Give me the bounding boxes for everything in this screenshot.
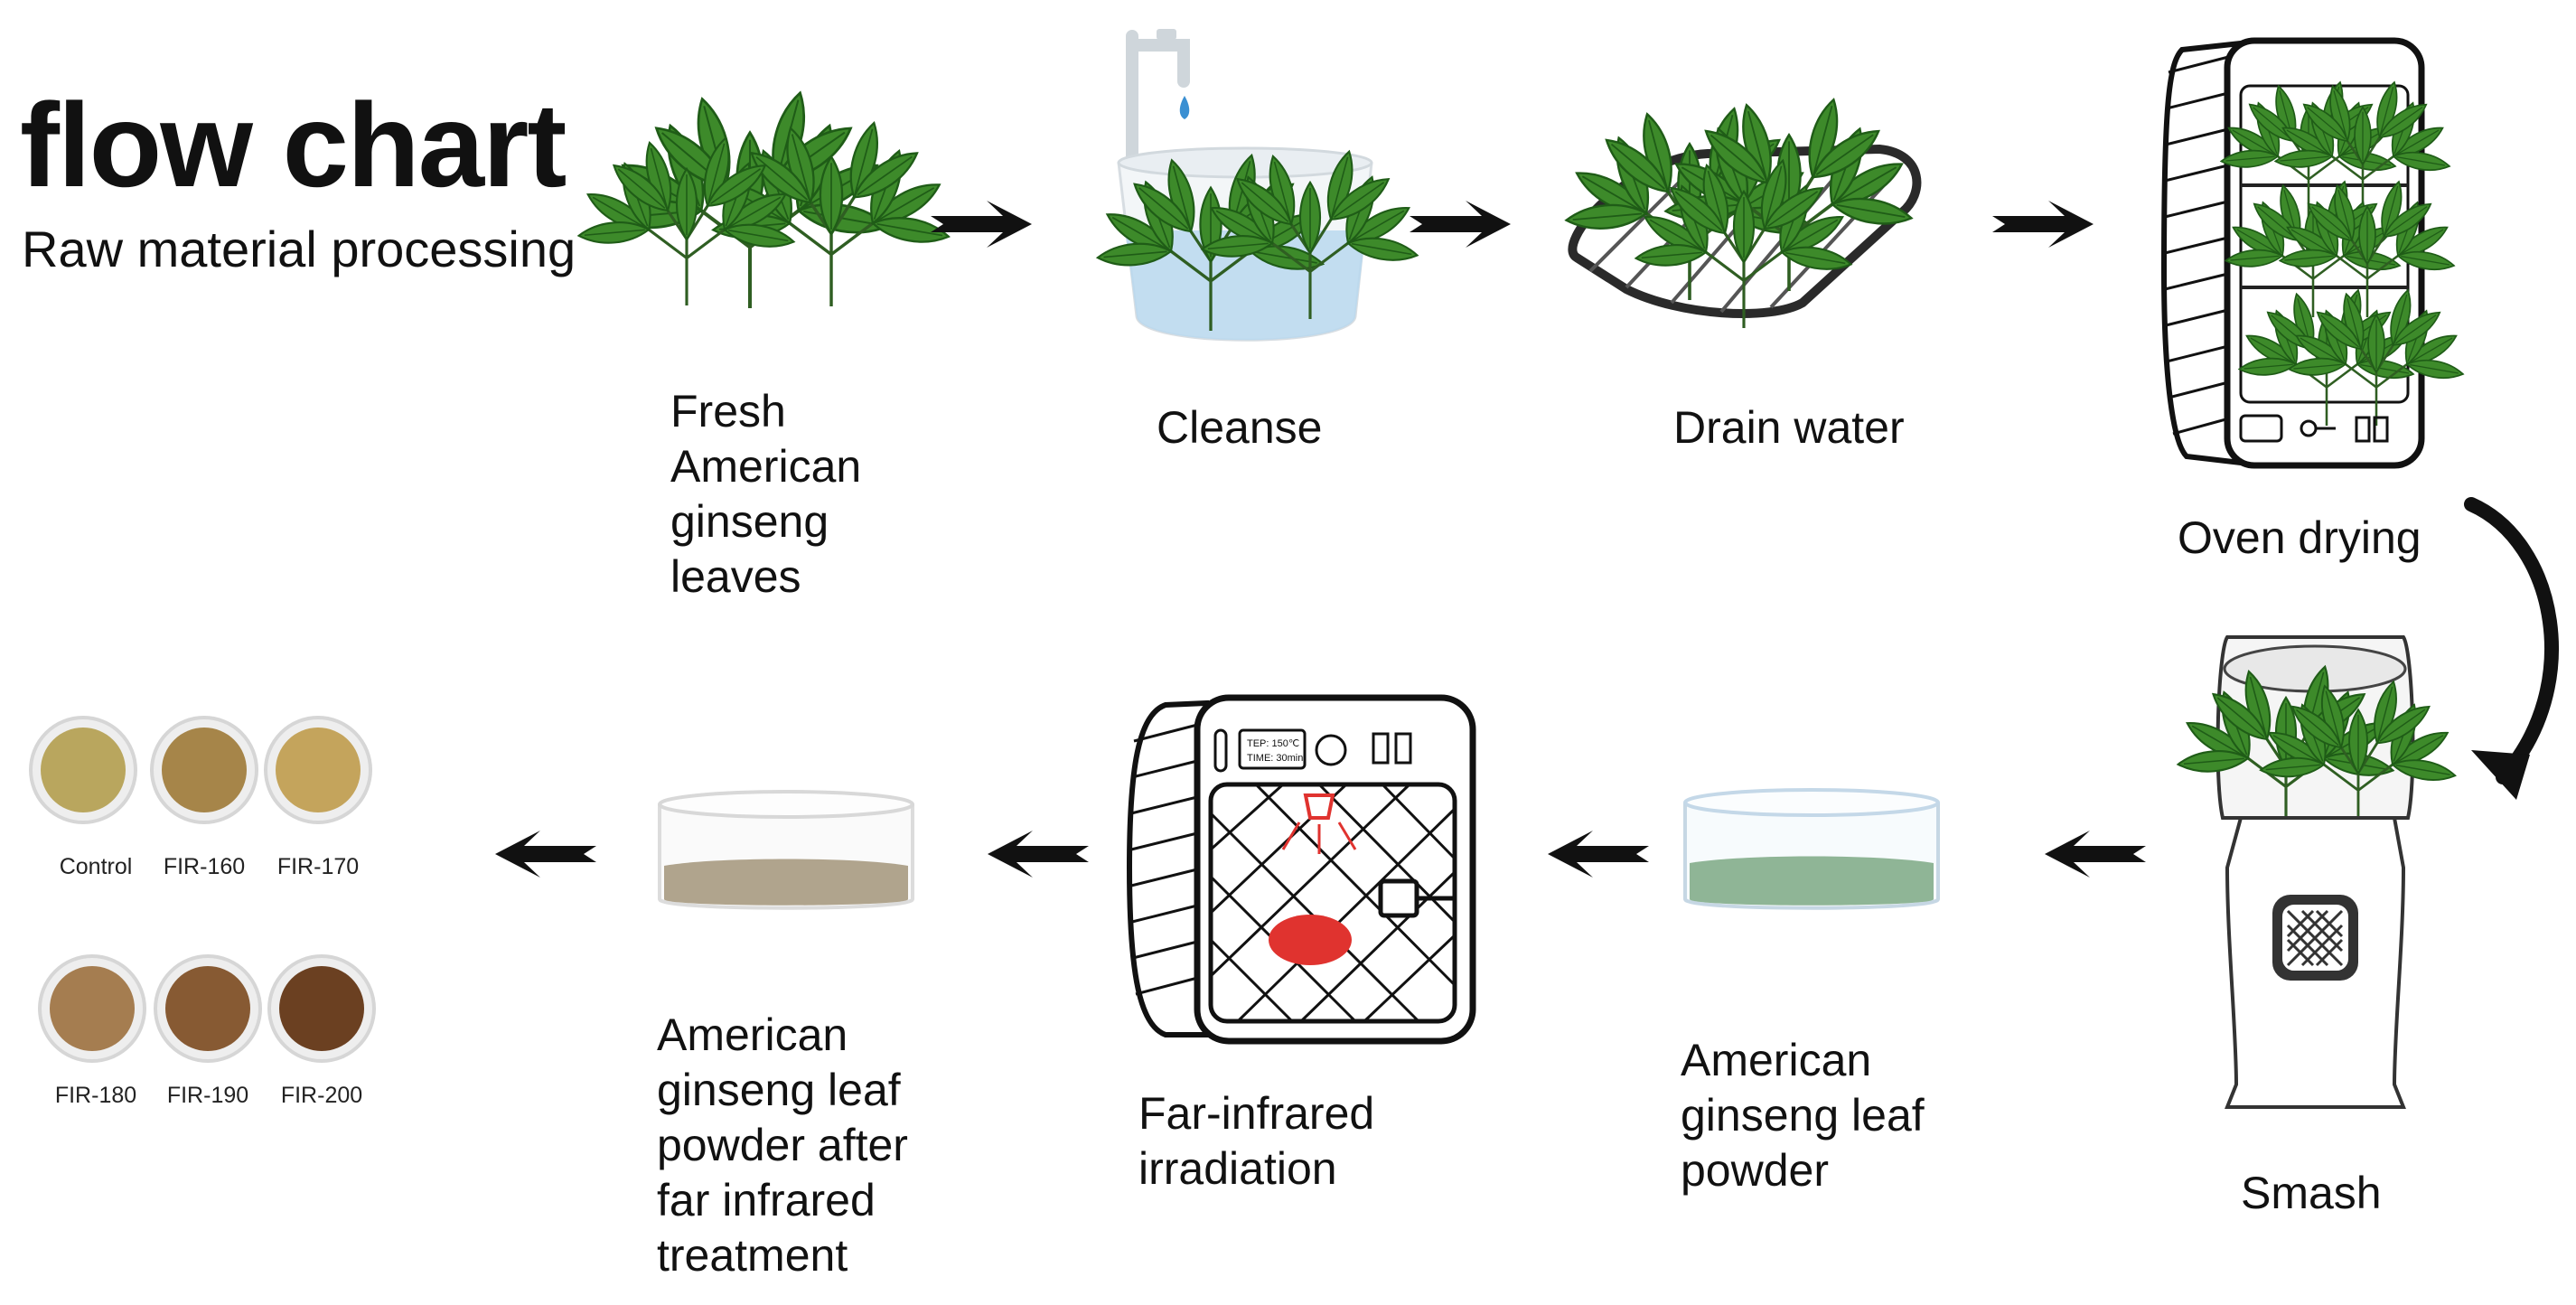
green-powder-dish: [1683, 788, 1940, 910]
label-drain-water: Drain water: [1673, 402, 1905, 453]
blender-illustration: [2178, 635, 2457, 1109]
cleanse-illustration: [1097, 29, 1419, 342]
far-infrared-box: TEP: 150℃ TIME: 30min: [1126, 694, 1476, 1045]
fresh-leaves-illustration: [578, 89, 951, 308]
arrow-7: [495, 831, 596, 878]
sample-label-fir170: FIR-170: [276, 854, 360, 879]
page-title: flow chart: [20, 79, 567, 211]
oven-illustration: [2160, 37, 2464, 469]
sample-label-fir180: FIR-180: [54, 1083, 137, 1108]
arrow-3: [1992, 201, 2094, 248]
sample-label-fir200: FIR-200: [280, 1083, 363, 1108]
arrow-2: [1410, 201, 1511, 248]
arrow-5: [1548, 831, 1649, 878]
arrow-1: [931, 201, 1032, 248]
sample-label-control: Control: [59, 854, 133, 879]
oven-panel-line2: TIME: 30min: [1247, 753, 1303, 764]
sample-label-fir160: FIR-160: [163, 854, 246, 879]
treated-powder-dish: [658, 790, 914, 910]
label-smash: Smash: [2241, 1168, 2382, 1218]
curved-arrow: [2464, 497, 2559, 800]
sample-label-fir190: FIR-190: [166, 1083, 249, 1108]
arrow-6: [988, 831, 1089, 878]
arrow-4: [2045, 831, 2146, 878]
page-subtitle: Raw material processing: [22, 221, 576, 277]
oven-panel-line1: TEP: 150℃: [1247, 738, 1299, 749]
sample-dishes: [29, 716, 376, 1063]
label-oven-drying: Oven drying: [2178, 512, 2421, 563]
label-cleanse: Cleanse: [1157, 402, 1323, 453]
drain-rack-illustration: [1565, 97, 1922, 328]
